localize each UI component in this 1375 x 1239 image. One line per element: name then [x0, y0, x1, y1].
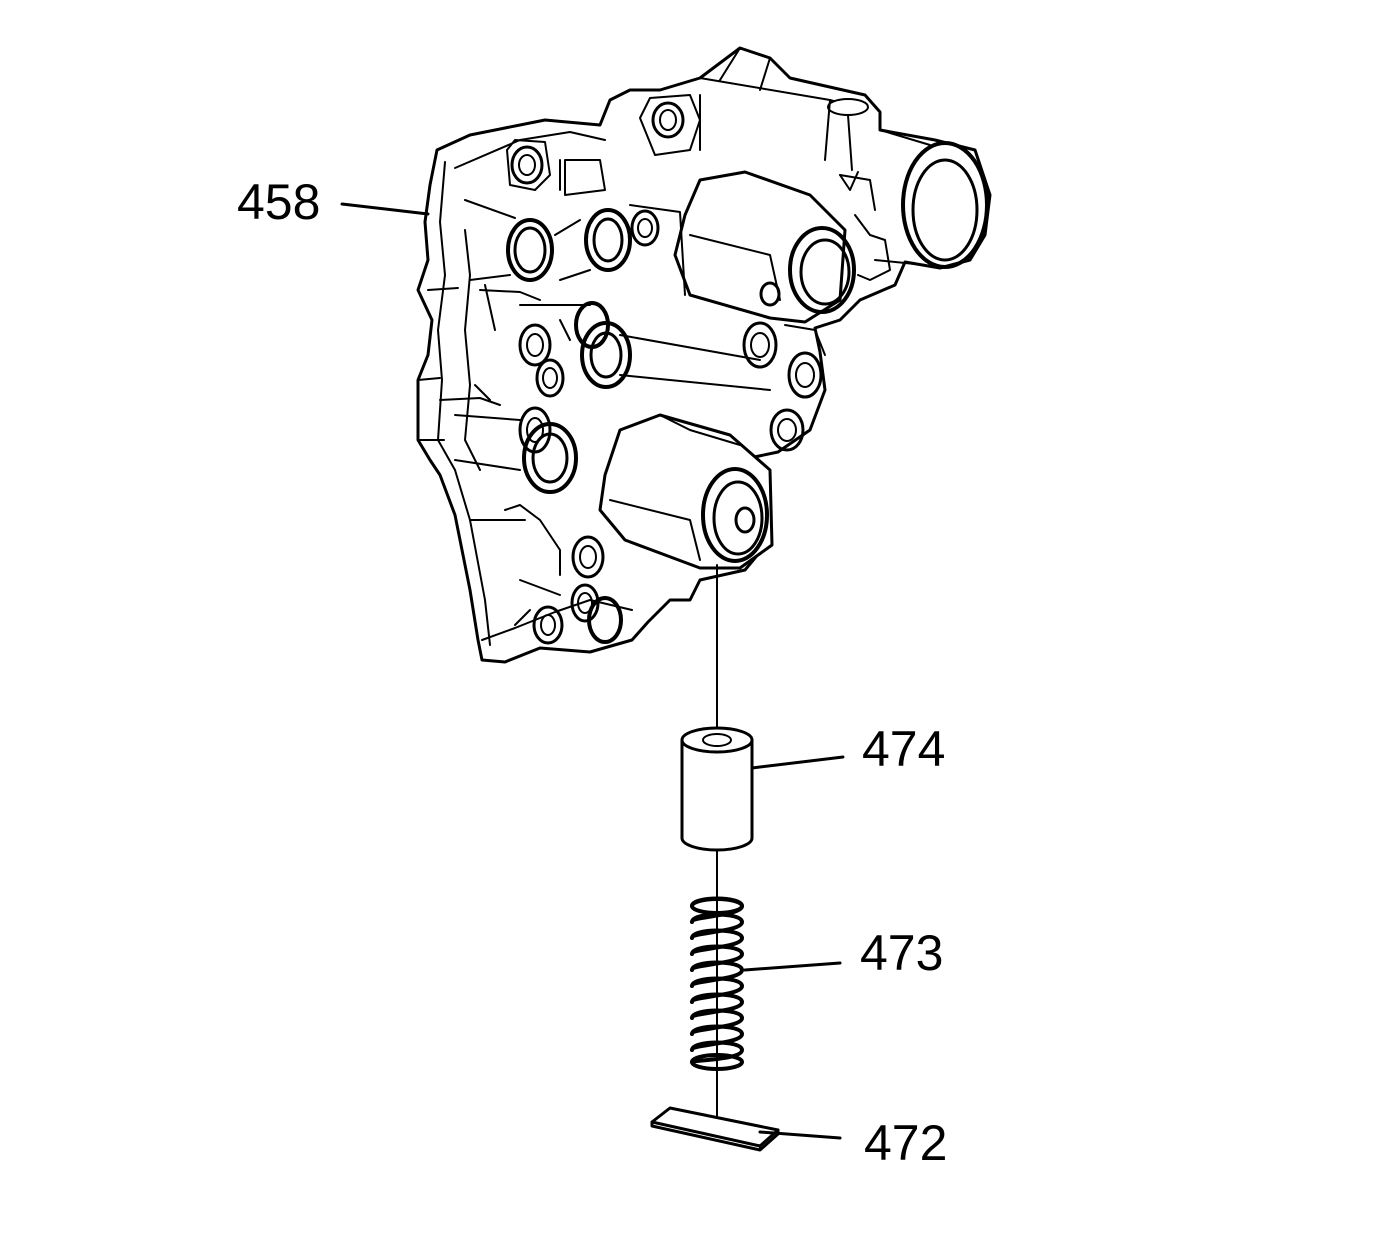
valve-sleeve-part — [680, 726, 754, 852]
spring-part — [690, 896, 744, 1071]
leader-line-472 — [758, 1130, 842, 1140]
callout-472: 472 — [864, 1115, 947, 1171]
valve-body-casting — [416, 46, 992, 664]
callout-458: 458 — [237, 174, 320, 230]
callout-473: 473 — [860, 925, 943, 981]
leader-line-474 — [750, 755, 845, 770]
leader-line-458 — [340, 202, 430, 216]
leader-line-473 — [743, 961, 842, 972]
retainer-plate-part — [650, 1106, 780, 1152]
callout-474: 474 — [862, 721, 945, 777]
